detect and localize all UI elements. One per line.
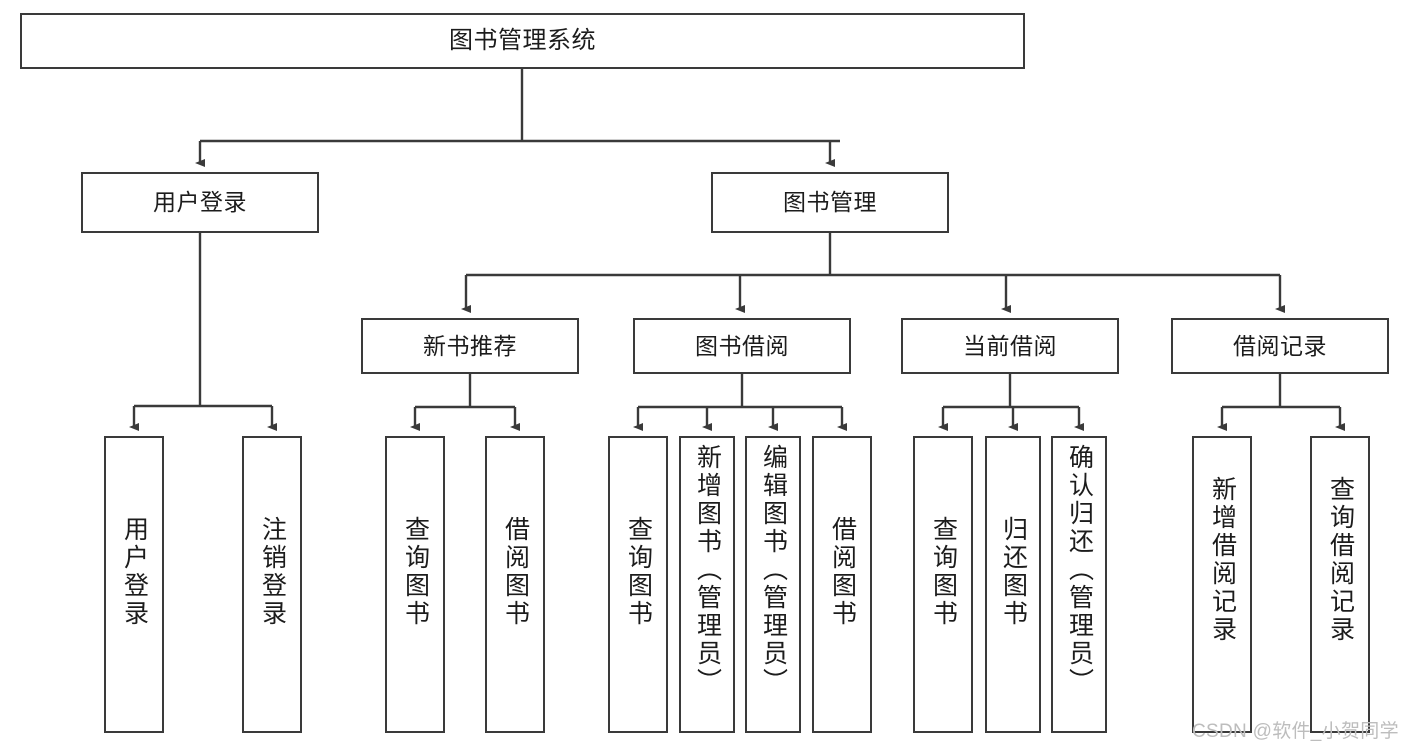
node-borrow-record-label: 借阅记录 xyxy=(1233,332,1327,359)
node-leaf-query-record[interactable]: 查询借阅记录 xyxy=(1310,436,1370,733)
node-user-login[interactable]: 用户登录 xyxy=(81,172,319,233)
node-current-borrow-label: 当前借阅 xyxy=(963,332,1057,359)
node-leaf-add-book-label: 新增图书（管理员） xyxy=(693,444,722,696)
node-leaf-query-book-2[interactable]: 查询图书 xyxy=(608,436,668,733)
node-leaf-confirm-return[interactable]: 确认归还（管理员） xyxy=(1051,436,1107,733)
node-root[interactable]: 图书管理系统 xyxy=(20,13,1025,69)
node-leaf-add-book[interactable]: 新增图书（管理员） xyxy=(679,436,735,733)
node-leaf-user-login[interactable]: 用户登录 xyxy=(104,436,164,733)
node-leaf-query-book-2-label: 查询图书 xyxy=(624,516,653,628)
node-leaf-return-book-label: 归还图书 xyxy=(999,516,1028,628)
node-leaf-add-record[interactable]: 新增借阅记录 xyxy=(1192,436,1252,733)
node-book-manage[interactable]: 图书管理 xyxy=(711,172,949,233)
node-leaf-borrow-book-2[interactable]: 借阅图书 xyxy=(812,436,872,733)
node-leaf-confirm-return-label: 确认归还（管理员） xyxy=(1065,444,1094,696)
node-leaf-query-record-label: 查询借阅记录 xyxy=(1326,476,1355,644)
node-new-book-recommend[interactable]: 新书推荐 xyxy=(361,318,579,374)
node-current-borrow[interactable]: 当前借阅 xyxy=(901,318,1119,374)
node-leaf-borrow-book-2-label: 借阅图书 xyxy=(828,516,857,628)
node-leaf-logout-label: 注销登录 xyxy=(258,516,287,628)
node-leaf-query-book-1-label: 查询图书 xyxy=(401,516,430,628)
node-leaf-borrow-book-1-label: 借阅图书 xyxy=(501,516,530,628)
node-leaf-query-book-1[interactable]: 查询图书 xyxy=(385,436,445,733)
node-book-manage-label: 图书管理 xyxy=(783,189,877,216)
node-book-borrow[interactable]: 图书借阅 xyxy=(633,318,851,374)
node-new-book-recommend-label: 新书推荐 xyxy=(423,332,517,359)
node-leaf-logout[interactable]: 注销登录 xyxy=(242,436,302,733)
node-user-login-label: 用户登录 xyxy=(153,189,247,216)
node-book-borrow-label: 图书借阅 xyxy=(695,332,789,359)
node-leaf-add-record-label: 新增借阅记录 xyxy=(1208,476,1237,644)
node-root-label: 图书管理系统 xyxy=(449,27,596,55)
node-leaf-borrow-book-1[interactable]: 借阅图书 xyxy=(485,436,545,733)
node-leaf-query-book-3[interactable]: 查询图书 xyxy=(913,436,973,733)
node-leaf-return-book[interactable]: 归还图书 xyxy=(985,436,1041,733)
node-leaf-edit-book[interactable]: 编辑图书（管理员） xyxy=(745,436,801,733)
csdn-watermark: CSDN @软件_小贺同学 xyxy=(1192,721,1399,742)
node-leaf-user-login-label: 用户登录 xyxy=(120,516,149,628)
node-borrow-record[interactable]: 借阅记录 xyxy=(1171,318,1389,374)
node-leaf-edit-book-label: 编辑图书（管理员） xyxy=(759,444,788,696)
node-leaf-query-book-3-label: 查询图书 xyxy=(929,516,958,628)
